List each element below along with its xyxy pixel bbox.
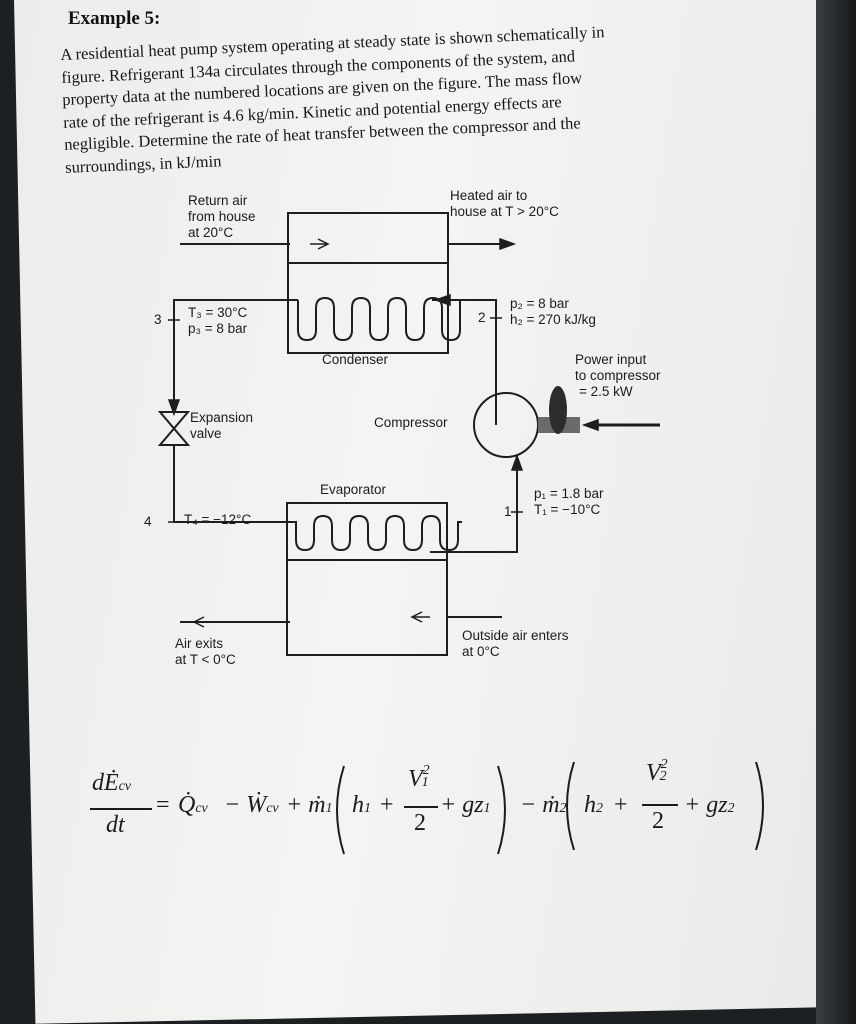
expansion-valve-label: Expansion valve bbox=[190, 410, 254, 441]
eq-ke2-denominator: 2 bbox=[652, 808, 664, 834]
eq-v1-squared: V21 bbox=[408, 763, 430, 792]
eq-plus: + bbox=[380, 792, 394, 818]
evaporator-coil bbox=[288, 514, 462, 552]
eq-h2: h2 bbox=[584, 792, 603, 818]
line-3-to-valve bbox=[173, 299, 298, 412]
energy-balance-equation: dĖcv dt = Q̇cv − Ẇcv + ṁ1 h1 + V21 2 + g… bbox=[90, 752, 790, 862]
expansion-valve bbox=[157, 411, 191, 446]
eq-m1-dot: + ṁ1 bbox=[286, 792, 333, 818]
eq-m2-dot: − ṁ2 bbox=[520, 792, 567, 818]
line-1-to-compressor bbox=[430, 455, 518, 553]
condenser-box bbox=[287, 212, 449, 354]
eq-bracket-1 bbox=[336, 765, 506, 855]
outside-air-label: Outside air enters at 0°C bbox=[462, 628, 569, 659]
eq-bracket-2 bbox=[566, 761, 764, 851]
eq-q-dot: Q̇cv bbox=[178, 792, 208, 818]
return-air-label: Return air from house at 20°C bbox=[188, 193, 256, 240]
state1-properties: p₁ = 1.8 bar T₁ = −10°C bbox=[534, 486, 604, 517]
compressor-label: Compressor bbox=[374, 415, 448, 430]
line-compressor-to-2 bbox=[432, 299, 497, 425]
desk-background bbox=[816, 0, 856, 1024]
power-input-label: Power input to compressor = 2.5 kW bbox=[575, 352, 661, 399]
eq-lhs-denominator: dt bbox=[106, 812, 125, 838]
air-exits-label: Air exits at T < 0°C bbox=[175, 636, 236, 667]
line-valve-to-4 bbox=[173, 445, 288, 523]
eq-equals: = bbox=[156, 792, 170, 818]
eq-h1: h1 bbox=[352, 792, 371, 818]
evaporator-label: Evaporator bbox=[320, 482, 387, 497]
compressor-circle bbox=[473, 392, 539, 458]
arrow-return-air bbox=[310, 238, 330, 250]
eq-v2-squared: V22 bbox=[646, 757, 668, 786]
eq-w-dot: − Ẇcv bbox=[224, 792, 279, 818]
state1-number: 1 bbox=[504, 504, 512, 519]
state4-number: 4 bbox=[144, 514, 152, 529]
eq-plus-2: + bbox=[614, 792, 628, 818]
eq-ke1-denominator: 2 bbox=[414, 810, 426, 836]
state4-properties: T₄ = −12°C bbox=[184, 512, 252, 527]
arrow-into-condenser bbox=[433, 293, 451, 307]
state2-number: 2 bbox=[478, 310, 486, 325]
eq-ke2-fraction-bar bbox=[642, 804, 678, 806]
arrow-power-input bbox=[581, 418, 599, 432]
eq-gz2: + gz2 bbox=[684, 792, 735, 818]
arrow-heated-air bbox=[499, 237, 517, 251]
eq-ke1-fraction-bar bbox=[404, 806, 438, 808]
arrow-outside-air bbox=[410, 611, 430, 623]
eq-lhs-fraction-bar bbox=[90, 808, 152, 810]
condenser-label: Condenser bbox=[322, 352, 389, 367]
example-heading: Example 5: bbox=[68, 8, 161, 29]
arrow-up-compressor bbox=[510, 453, 524, 471]
state2-properties: p₂ = 8 bar h₂ = 270 kJ/kg bbox=[510, 296, 596, 327]
condenser-coil bbox=[297, 296, 461, 342]
eq-gz1: + gz1 bbox=[440, 792, 491, 818]
state3-number: 3 bbox=[154, 312, 162, 327]
evaporator-box bbox=[286, 502, 448, 656]
arrow-down-left bbox=[167, 399, 181, 417]
heated-air-label: Heated air to house at T > 20°C bbox=[450, 188, 559, 219]
state3-properties: T₃ = 30°C p₃ = 8 bar bbox=[188, 305, 248, 336]
arrow-air-exit bbox=[192, 616, 210, 628]
eq-lhs-numerator: dĖcv bbox=[92, 770, 132, 796]
shaft-coupling bbox=[549, 386, 567, 434]
